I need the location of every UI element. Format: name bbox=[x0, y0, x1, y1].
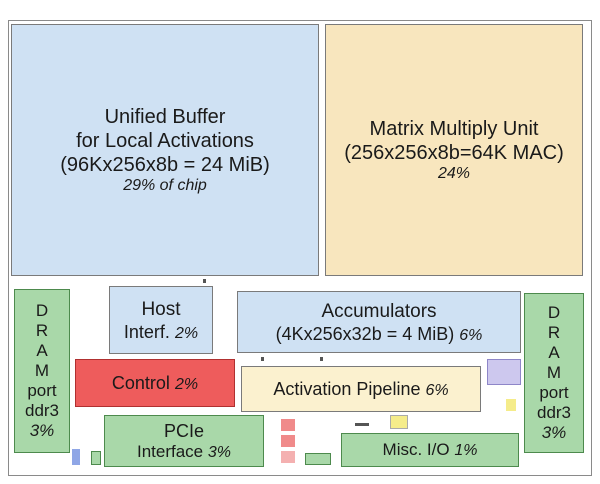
dram-right-letter-d: D bbox=[547, 303, 561, 322]
dram-left-letter-a: A bbox=[36, 341, 48, 360]
control-label: Control bbox=[111, 372, 170, 393]
chip-floorplan: Unified Buffer for Local Activations (96… bbox=[8, 20, 592, 476]
tick-mark-d bbox=[355, 423, 369, 426]
unified-buffer-title: Unified Buffer bbox=[104, 106, 226, 128]
activation-pipeline-block: Activation Pipeline 6% bbox=[241, 366, 481, 412]
matrix-multiply-unit-block: Matrix Multiply Unit (256x256x8b=64K MAC… bbox=[325, 24, 583, 276]
activation-percent: 6% bbox=[425, 381, 449, 399]
yellow-cell-a bbox=[390, 415, 408, 429]
dram-left-port: port bbox=[27, 381, 57, 400]
tick-mark-b bbox=[261, 357, 264, 361]
green-mini-cell bbox=[91, 451, 101, 465]
pcie-interface-block: PCIe Interface 3% bbox=[104, 415, 264, 467]
accumulators-percent: 6% bbox=[459, 326, 483, 344]
accumulators-title: Accumulators bbox=[321, 300, 437, 322]
accumulators-block: Accumulators (4Kx256x32b = 4 MiB) 6% bbox=[237, 291, 521, 353]
misc-io-percent: 1% bbox=[454, 442, 478, 459]
pink-cell-c bbox=[281, 451, 295, 463]
blue-mini-cell bbox=[72, 449, 80, 465]
dram-right-port: port bbox=[539, 383, 569, 402]
unified-buffer-size: (96Kx256x8b = 24 MiB) bbox=[60, 154, 270, 176]
dram-right-letter-a: A bbox=[548, 343, 560, 362]
dram-right-percent: 3% bbox=[541, 423, 567, 442]
purple-cell bbox=[487, 359, 521, 385]
green-cell bbox=[305, 453, 331, 465]
host-percent: 2% bbox=[174, 324, 199, 342]
tick-mark-a bbox=[203, 279, 206, 283]
host-subtitle: Interf. bbox=[123, 321, 170, 342]
tick-mark-c bbox=[320, 357, 323, 361]
dram-right-letter-r: R bbox=[547, 323, 561, 342]
yellow-cell-b bbox=[506, 399, 516, 411]
control-block: Control 2% bbox=[75, 359, 235, 407]
misc-io-label: Misc. I/O bbox=[382, 440, 450, 459]
unified-buffer-subtitle: for Local Activations bbox=[76, 130, 254, 152]
dram-left-letter-r: R bbox=[35, 321, 49, 340]
control-percent: 2% bbox=[174, 375, 199, 393]
matrix-unit-title: Matrix Multiply Unit bbox=[369, 118, 539, 140]
unified-buffer-block: Unified Buffer for Local Activations (96… bbox=[11, 24, 319, 276]
matrix-unit-percent: 24% bbox=[437, 165, 471, 182]
pcie-subtitle: Interface bbox=[136, 441, 204, 461]
accumulators-size: (4Kx256x32b = 4 MiB) bbox=[275, 323, 455, 344]
dram-left-percent: 3% bbox=[29, 421, 55, 440]
dram-right-letter-m: M bbox=[546, 363, 562, 382]
activation-label: Activation Pipeline bbox=[273, 378, 421, 399]
dram-left-letter-d: D bbox=[35, 301, 49, 320]
dram-right-type: ddr3 bbox=[536, 403, 572, 422]
pink-cell-a bbox=[281, 419, 295, 431]
dram-left-letter-m: M bbox=[34, 361, 50, 380]
unified-buffer-percent: 29% of chip bbox=[123, 177, 207, 194]
misc-io-block: Misc. I/O 1% bbox=[341, 433, 519, 467]
dram-port-right-block: D R A M port ddr3 3% bbox=[524, 293, 584, 453]
pcie-percent: 3% bbox=[207, 443, 231, 461]
dram-port-left-block: D R A M port ddr3 3% bbox=[14, 289, 70, 453]
host-interface-block: Host Interf. 2% bbox=[109, 286, 213, 354]
matrix-unit-size: (256x256x8b=64K MAC) bbox=[344, 142, 564, 164]
pink-cell-b bbox=[281, 435, 295, 447]
host-title: Host bbox=[141, 298, 181, 320]
dram-left-type: ddr3 bbox=[24, 401, 60, 420]
pcie-title: PCIe bbox=[163, 420, 205, 441]
